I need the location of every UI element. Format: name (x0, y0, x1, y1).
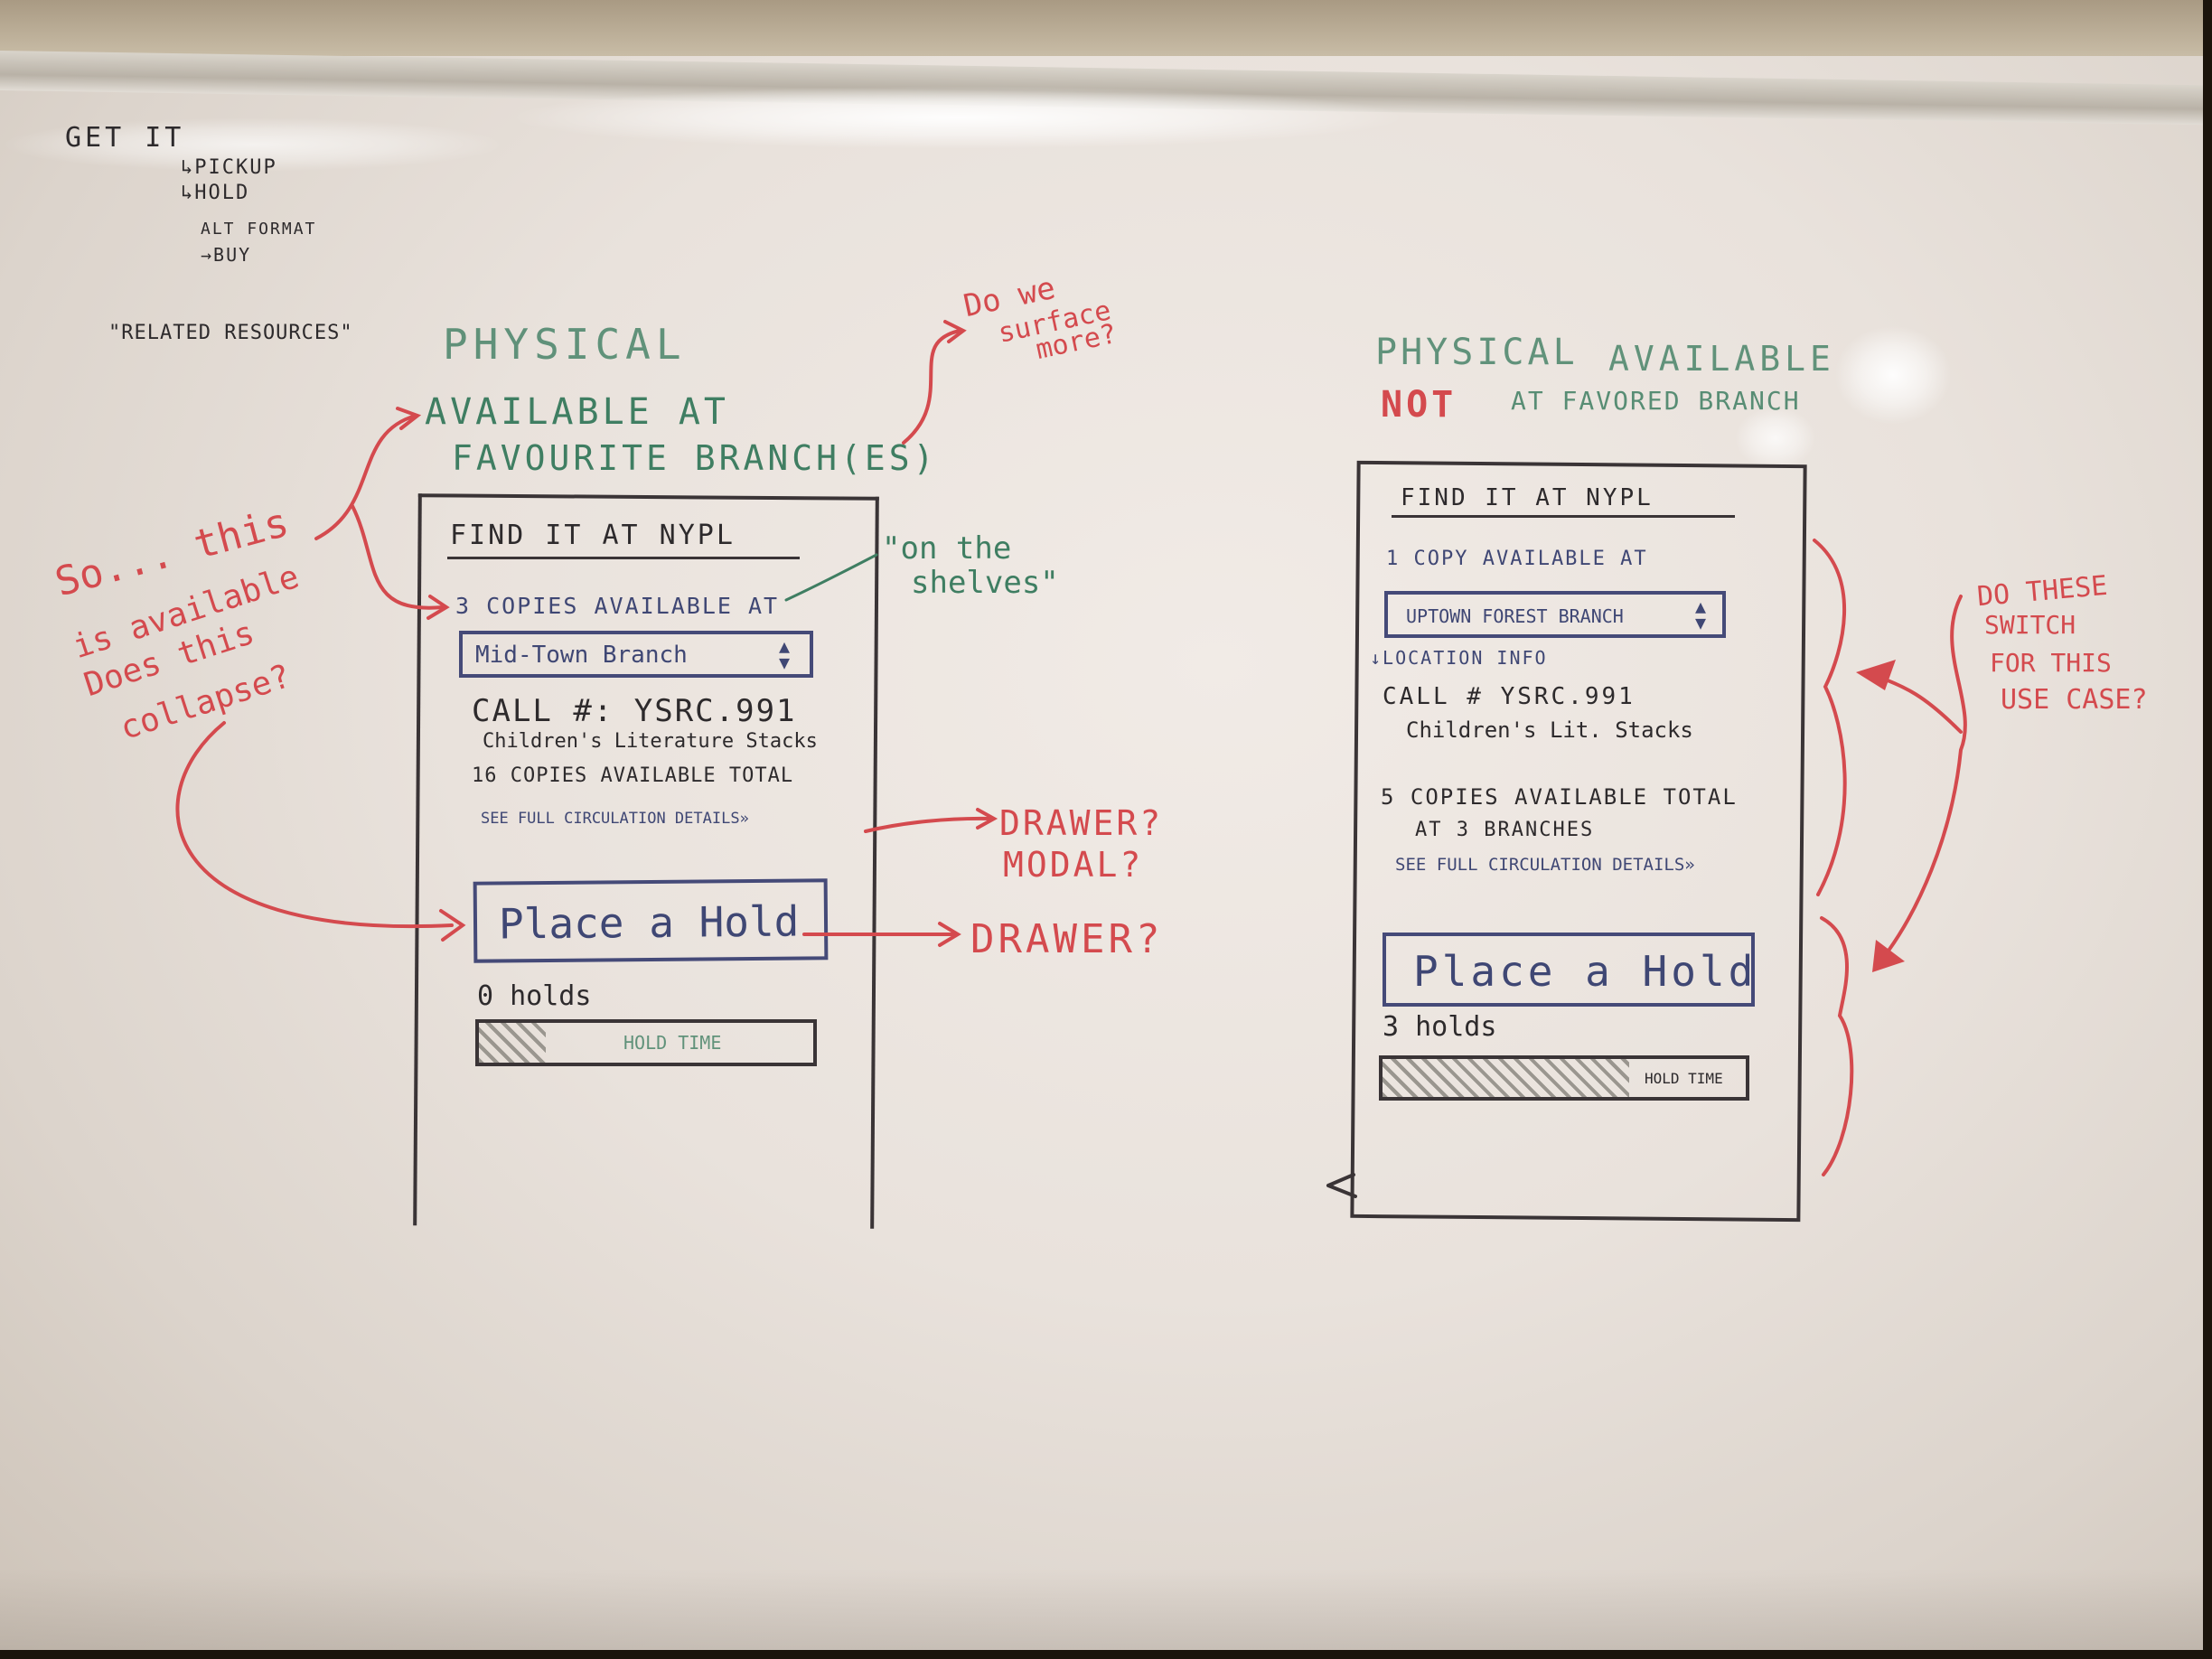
arrow-to-copies-head (426, 595, 450, 620)
left-call-number: CALL #: YSRC.991 (472, 693, 797, 729)
left-holds-count: 0 holds (477, 980, 592, 1012)
arrow-to-drawer-modal-head (976, 808, 998, 830)
note-pickup: ↳PICKUP (181, 156, 277, 179)
note-switch-4: USE CASE? (2001, 684, 2148, 716)
note-drawer-modal-1: DRAWER? (999, 803, 1164, 843)
note-drawer-modal-2: MODAL? (1003, 845, 1144, 885)
left-total-copies: 16 COPIES AVAILABLE TOTAL (472, 764, 794, 787)
right-heading-physical: PHYSICAL (1375, 332, 1579, 373)
right-location-info: ↓LOCATION INFO (1370, 647, 1548, 669)
right-total-copies: 5 COPIES AVAILABLE TOTAL (1381, 784, 1738, 810)
right-circulation-details-link[interactable]: SEE FULL CIRCULATION DETAILS» (1395, 855, 1695, 875)
select-arrows-icon: ▲▼ (779, 635, 791, 673)
note-on-the-shelves-1: "on the (882, 530, 1012, 567)
left-copies-available: 3 COPIES AVAILABLE AT (455, 593, 780, 619)
right-hold-time-label: HOLD TIME (1645, 1070, 1723, 1087)
left-heading-favourite-branch: FAVOURITE BRANCH(ES) (452, 438, 938, 478)
right-copies-available: 1 COPY AVAILABLE AT (1386, 548, 1648, 570)
wall (0, 0, 2212, 56)
note-hold: ↳HOLD (181, 182, 250, 204)
left-heading-available-at: AVAILABLE AT (425, 391, 729, 433)
left-title-underline (447, 557, 800, 559)
right-holds-count: 3 holds (1382, 1011, 1497, 1043)
right-mockup-title: FIND IT AT NYPL (1401, 484, 1654, 511)
right-branch-select[interactable]: UPTOWN FOREST BRANCH ▲▼ (1384, 591, 1726, 638)
brace-upper (1813, 539, 1847, 896)
swap-arrow-head-bottom (1872, 940, 1905, 972)
light-glare-spot (1834, 325, 1952, 425)
light-glare-top (0, 117, 506, 172)
note-related-resources: "RELATED RESOURCES" (108, 322, 353, 344)
right-place-hold-label: Place a Hold (1413, 947, 1757, 996)
photo-border-bottom (0, 1650, 2212, 1659)
left-circulation-details-link[interactable]: SEE FULL CIRCULATION DETAILS» (481, 810, 749, 828)
right-frame-corner (1326, 1173, 1357, 1198)
right-call-number: CALL # YSRC.991 (1382, 683, 1636, 710)
left-heading-physical: PHYSICAL (443, 320, 687, 369)
note-drawer: DRAWER? (970, 916, 1164, 962)
arrow-to-copies (351, 504, 445, 610)
left-hold-time-label: HOLD TIME (623, 1032, 722, 1054)
note-get-it: GET IT (65, 122, 185, 154)
right-total-branches: AT 3 BRANCHES (1415, 819, 1595, 841)
arrow-so-to-button-head (439, 909, 466, 942)
right-hold-time-bar: HOLD TIME (1379, 1055, 1749, 1101)
right-heading-favored-branch: AT FAVORED BRANCH (1511, 386, 1801, 416)
right-heading-available: AVAILABLE (1608, 339, 1835, 379)
photo-border-right (2203, 0, 2212, 1659)
right-hold-time-fill (1382, 1059, 1630, 1097)
left-branch-select[interactable]: Mid-Town Branch ▲▼ (459, 631, 813, 678)
brace-lower (1820, 916, 1854, 1176)
light-glare-left (506, 86, 1410, 149)
select-arrows-icon: ▲▼ (1695, 595, 1707, 633)
right-place-hold-button[interactable]: Place a Hold (1382, 933, 1755, 1007)
left-stacks: Children's Literature Stacks (483, 730, 818, 753)
right-title-underline (1392, 515, 1735, 518)
left-hold-time-fill (479, 1023, 546, 1063)
right-branch-select-value: UPTOWN FOREST BRANCH (1406, 605, 1624, 627)
left-mockup-title: FIND IT AT NYPL (450, 520, 736, 551)
arrow-to-drawer-modal (864, 816, 994, 833)
note-switch-2: SWITCH (1984, 610, 2076, 640)
right-stacks: Children's Lit. Stacks (1406, 717, 1693, 743)
arrow-so-to-button (175, 721, 454, 929)
board-bottom-shadow (0, 1569, 2212, 1659)
note-alt-format: ALT FORMAT (201, 220, 317, 239)
arrow-surface-more-head (943, 320, 967, 343)
note-buy: →BUY (201, 244, 252, 266)
arrow-to-available-at-head (396, 407, 422, 430)
left-branch-select-value: Mid-Town Branch (475, 642, 688, 669)
note-on-the-shelves-2: shelves" (911, 565, 1059, 601)
left-hold-time-bar: HOLD TIME (475, 1019, 817, 1066)
arrow-surface-more (902, 329, 961, 445)
light-glare-spot-small (1735, 407, 1816, 470)
swap-arrow (1887, 595, 1967, 952)
right-heading-not: NOT (1381, 384, 1457, 426)
swap-arrow-head-top (1856, 660, 1896, 690)
note-switch-3: FOR THIS (1990, 648, 2112, 678)
arrow-to-available-at (314, 414, 417, 540)
arrow-to-drawer-head (938, 922, 961, 947)
arrow-on-the-shelves (784, 553, 878, 602)
